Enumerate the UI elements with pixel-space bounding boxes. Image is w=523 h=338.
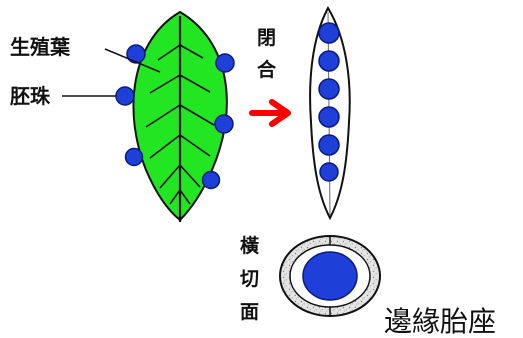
closing-char-2: 合 [257, 58, 277, 81]
ovule [319, 23, 339, 43]
ovule [127, 45, 145, 63]
sporophyll-label: 生殖葉 [10, 35, 71, 59]
ovule [215, 115, 233, 133]
ovule [319, 79, 339, 99]
sporophyll-leaf [62, 12, 234, 222]
closing-char-1: 閉 [257, 27, 276, 49]
cross-section [280, 236, 380, 316]
ovule [319, 107, 339, 127]
right-arrow-icon [252, 102, 288, 124]
closed-carpel [310, 8, 350, 218]
cross-section-ovule [303, 252, 357, 300]
ovule [319, 135, 339, 155]
ovule [216, 54, 234, 72]
ovule [126, 149, 143, 166]
ovule-label: 胚珠 [10, 84, 51, 108]
ovule [203, 172, 220, 189]
cross-section-char-1: 橫 [240, 234, 259, 257]
placentation-label: 邊緣胎座 [384, 305, 496, 338]
ovule [319, 51, 339, 71]
ovule [116, 87, 134, 105]
cross-section-char-2: 切 [240, 268, 259, 290]
cross-section-char-3: 面 [240, 301, 259, 323]
ovule [320, 163, 338, 181]
